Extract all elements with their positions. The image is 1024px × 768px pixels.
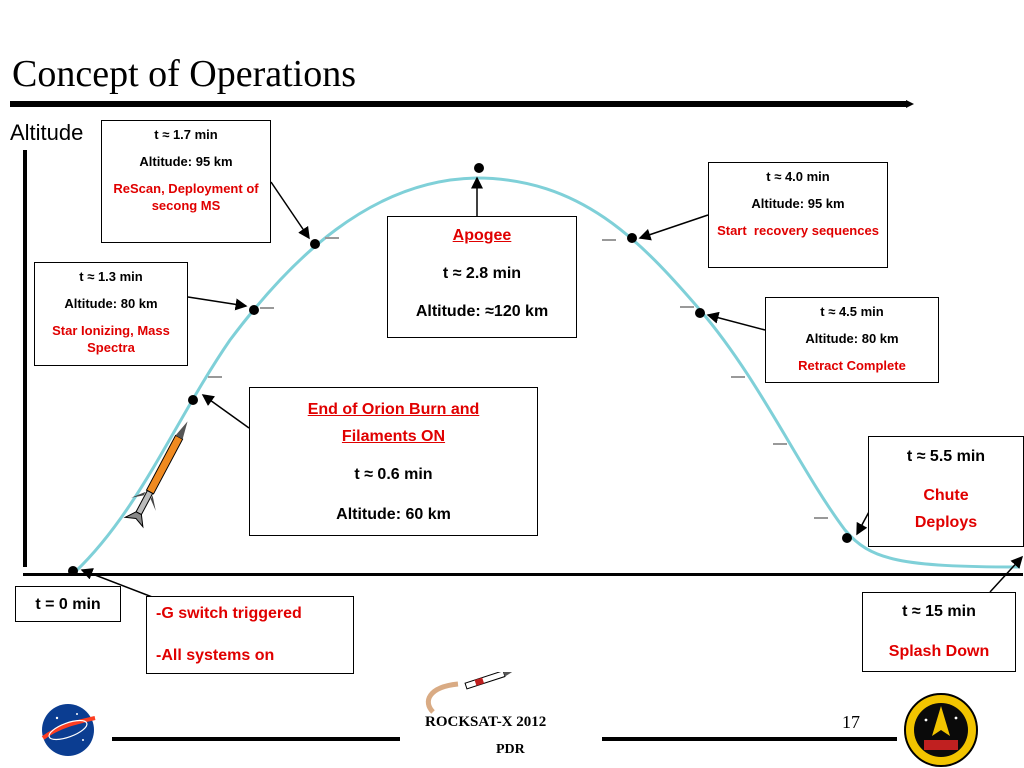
footer-rule-left [112, 737, 400, 741]
arrow-t45 [706, 311, 766, 331]
callout-orion-time: t ≈ 0.6 min [354, 466, 433, 483]
arrow-t55 [856, 509, 871, 536]
callout-t17-altitude: Altitude: 95 km [139, 154, 233, 169]
callout-t40-event: Start recovery sequences [717, 223, 879, 238]
footer-rule-right [602, 737, 897, 741]
x-axis [23, 573, 1023, 576]
title-underline-tip [906, 100, 914, 108]
callout-apogee-event: Apogee [452, 227, 512, 244]
callout-t15: t ≈ 15 min Splash Down [862, 592, 1016, 672]
callout-t45-time: t ≈ 4.5 min [820, 304, 884, 319]
callout-t0: t = 0 min [15, 586, 121, 622]
arrow-t17 [270, 181, 310, 240]
footer-review-name: PDR [496, 742, 525, 757]
callout-t45-altitude: Altitude: 80 km [805, 331, 899, 346]
callout-orion: End of Orion Burn and Filaments ON t ≈ 0… [249, 387, 538, 536]
event-dot-t06 [188, 395, 198, 405]
callout-t13: t ≈ 1.3 min Altitude: 80 km Star Ionizin… [34, 262, 188, 366]
arrow-splash [989, 555, 1024, 593]
arrow-t13 [187, 296, 248, 311]
callout-t15-time: t ≈ 15 min [902, 603, 976, 620]
callout-t40-time: t ≈ 4.0 min [766, 169, 830, 184]
arrow-gswitch [80, 568, 161, 601]
event-dot-t40 [627, 233, 637, 243]
callout-apogee-altitude: Altitude: ≈120 km [415, 303, 549, 320]
callout-t55-event: Chute Deploys [914, 487, 978, 531]
wff-logo-icon [904, 693, 978, 767]
trajectory-ticks [208, 237, 828, 519]
callout-apogee: Apogee t ≈ 2.8 min Altitude: ≈120 km [387, 216, 577, 338]
callout-t13-altitude: Altitude: 80 km [64, 296, 158, 311]
trajectory-curve [73, 176, 1021, 574]
title-underline [10, 101, 908, 107]
callout-gswitch-line1: -G switch triggered [156, 605, 302, 622]
y-axis-label: Altitude [10, 120, 84, 145]
footer-program-name: ROCKSAT-X 2012 [425, 714, 547, 730]
callout-t0-time: t = 0 min [35, 596, 101, 613]
page-title: Concept of Operations [12, 53, 357, 95]
event-dot-t17 [310, 239, 320, 249]
callout-t17-time: t ≈ 1.7 min [154, 127, 218, 142]
callout-t13-time: t ≈ 1.3 min [79, 269, 143, 284]
callout-orion-altitude: Altitude: 60 km [336, 506, 451, 523]
callout-t55-time: t ≈ 5.5 min [906, 448, 986, 465]
event-dot-t0 [68, 566, 78, 576]
event-dot-t45 [695, 308, 705, 318]
callout-t45: t ≈ 4.5 min Altitude: 80 km Retract Comp… [765, 297, 939, 383]
rocket-icon [123, 421, 188, 529]
event-dot-apogee [474, 163, 484, 173]
callout-t13-event: Star Ionizing, Mass Spectra [52, 323, 170, 355]
callout-t40-altitude: Altitude: 95 km [751, 196, 845, 211]
callout-apogee-time: t ≈ 2.8 min [442, 265, 522, 282]
callout-t45-event: Retract Complete [798, 358, 906, 373]
event-dot-t13 [249, 305, 259, 315]
nasa-logo-icon [37, 700, 99, 760]
callout-t55: t ≈ 5.5 min Chute Deploys [868, 436, 1024, 547]
callout-t17: t ≈ 1.7 min Altitude: 95 km ReScan, Depl… [101, 120, 271, 243]
y-axis [23, 150, 27, 567]
callout-t17-event: ReScan, Deployment of secong MS [113, 181, 259, 213]
page-number: 17 [842, 712, 860, 732]
rocket-logo-icon [425, 672, 516, 714]
callout-gswitch-line2: -All systems on [156, 647, 275, 664]
callout-orion-event: End of Orion Burn and Filaments ON [307, 401, 480, 445]
arrow-orion [201, 394, 250, 429]
callout-t40: t ≈ 4.0 min Altitude: 95 km Start recove… [708, 162, 888, 268]
callout-t15-event: Splash Down [888, 643, 990, 660]
arrow-t40 [638, 214, 709, 241]
event-dot-t55 [842, 533, 852, 543]
callout-gswitch: -G switch triggered -All systems on [146, 596, 354, 674]
